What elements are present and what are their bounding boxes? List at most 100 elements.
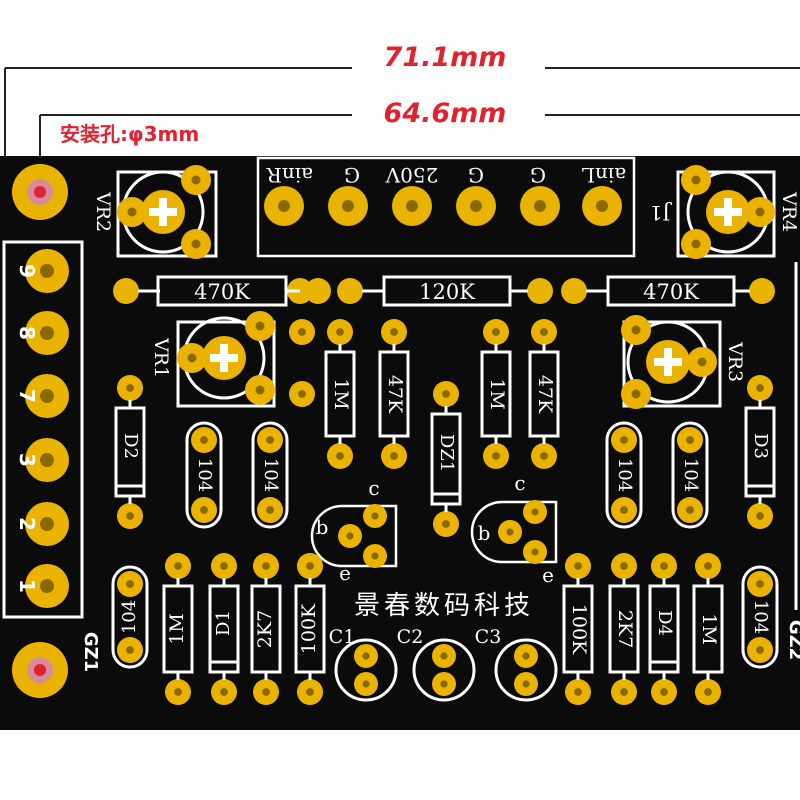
cap-104-f-value: 104 bbox=[750, 600, 771, 634]
res-2k7-bl-pad-top-hole bbox=[262, 562, 270, 570]
mount-hole-top-dot bbox=[34, 186, 46, 198]
cap-c3-pad-b-hole bbox=[522, 680, 530, 688]
r-top-pad-e bbox=[527, 278, 553, 304]
gz2-ref: GZ2 bbox=[785, 620, 800, 660]
cap-c1-ref: C1 bbox=[329, 626, 356, 648]
diode-d3-pad-top-hole bbox=[756, 384, 764, 392]
diode-d2-body bbox=[114, 406, 146, 498]
cap-104-e-outline bbox=[111, 565, 149, 669]
r-top-value-3: 470K bbox=[643, 280, 699, 304]
q-left-outline bbox=[310, 504, 398, 568]
vr2-pad-2-hole bbox=[191, 239, 201, 249]
cap-104-c-value: 104 bbox=[614, 458, 635, 492]
res-2k7-br-pad-bottom-hole bbox=[620, 688, 628, 696]
zener-dz1-body bbox=[430, 412, 462, 506]
res-1m-left-pad-bottom-hole bbox=[336, 452, 344, 460]
cap-c2-pad-b-hole bbox=[440, 680, 448, 688]
cap-c1-pad-a-hole bbox=[362, 652, 370, 660]
cap-104-c-outline bbox=[605, 421, 643, 529]
j1-hole-3 bbox=[406, 200, 418, 212]
diode-d3-value: D3 bbox=[750, 433, 771, 459]
vr3-ref: VR3 bbox=[724, 341, 746, 382]
res-100k-br-pad-top-hole bbox=[574, 562, 582, 570]
vr1-pad-2-hole bbox=[255, 385, 265, 395]
res-1m-bl-body bbox=[162, 584, 194, 674]
res-47k-left-pad-top-hole bbox=[390, 328, 398, 336]
gz1-hole-1 bbox=[40, 579, 54, 593]
res-47k-left-value: 47K bbox=[384, 375, 406, 414]
dim-outer-width: 71.1mm bbox=[384, 42, 507, 73]
cap-104-b-value: 104 bbox=[260, 458, 281, 492]
cap-104-e-pad-top-hole bbox=[126, 580, 134, 588]
cap-c2-outline bbox=[412, 638, 476, 702]
j1-label-g3: G bbox=[530, 163, 546, 187]
diode-d2-value: D2 bbox=[120, 433, 141, 459]
diode-d3-pad-bottom-hole bbox=[756, 512, 764, 520]
q-left-pin-2: e bbox=[339, 561, 351, 585]
res-2k7-bl-pad-bottom-hole bbox=[262, 688, 270, 696]
cap-104-d-pad-bottom-hole bbox=[686, 506, 694, 514]
cap-104-f-outline bbox=[741, 565, 779, 669]
res-1m-br-pad-top-hole bbox=[704, 562, 712, 570]
brand-label: 景春数码科技 bbox=[354, 591, 534, 621]
j1-label-ainR: ainR bbox=[266, 163, 313, 187]
q-right-pad-1-hole bbox=[531, 508, 539, 516]
j1-hole-2 bbox=[342, 200, 354, 212]
res-1m-right-value: 1M bbox=[486, 378, 508, 410]
cap-104-b-pad-top-hole bbox=[266, 436, 274, 444]
vr1-outline bbox=[176, 320, 276, 408]
diode-d1-pad-top-hole bbox=[220, 562, 228, 570]
cap-c3-ref: C3 bbox=[475, 626, 502, 648]
cap-c1-pad-b-hole bbox=[362, 680, 370, 688]
vr4-cross-v bbox=[724, 198, 732, 226]
zener-dz1-pad-top-hole bbox=[442, 390, 450, 398]
cap-c3-outline bbox=[494, 638, 558, 702]
gz1-pin-3: 3 bbox=[15, 453, 39, 467]
diode-d1-pad-bottom-hole bbox=[220, 688, 228, 696]
diode-d3-body bbox=[744, 406, 776, 498]
r-top-value-2: 120K bbox=[419, 280, 475, 304]
vr4-pad-2-hole bbox=[755, 207, 765, 217]
res-1m-left-pad-top-hole bbox=[336, 328, 344, 336]
vr4-pad-1-hole bbox=[691, 239, 701, 249]
mount-holes bbox=[12, 164, 68, 698]
cap-104-c-pad-top-hole bbox=[620, 436, 628, 444]
q-right-pin-0: b bbox=[478, 521, 491, 545]
vr2-pad-0-hole bbox=[127, 207, 137, 217]
diode-d2-pad-top-hole bbox=[126, 384, 134, 392]
res-47k-right-pad-top-hole bbox=[540, 328, 548, 336]
res-47k-right-value: 47K bbox=[534, 375, 556, 414]
q-right-outline bbox=[470, 500, 558, 564]
r-top-pad-a bbox=[113, 278, 139, 304]
gz1-hole-8 bbox=[40, 326, 54, 340]
vr4-pad-0-hole bbox=[691, 175, 701, 185]
res-47k-right-pad-bottom-hole bbox=[540, 452, 548, 460]
gz1-pin-7: 7 bbox=[15, 389, 39, 403]
vr1-pad-0-hole bbox=[187, 353, 197, 363]
gz1-pin-8: 8 bbox=[15, 326, 39, 340]
board-bottom-shadow bbox=[0, 730, 800, 800]
res-1m-left-body bbox=[324, 350, 356, 438]
mount-hole-bottom-dot bbox=[34, 664, 46, 676]
zener-dz1-value: DZ1 bbox=[436, 434, 457, 472]
cap-c2-pad-a-hole bbox=[440, 652, 448, 660]
j1-label-g2: G bbox=[468, 163, 484, 187]
res-1m-left-value: 1M bbox=[330, 378, 352, 410]
dimension-annotations: 71.1mm 64.6mm 安装孔:φ3mm bbox=[4, 42, 800, 185]
q-left-pad-1-hole bbox=[371, 512, 379, 520]
cap-104-f-pad-bottom-hole bbox=[756, 646, 764, 654]
cap-104-e-value: 104 bbox=[119, 600, 140, 634]
q-right-pad-0-hole bbox=[506, 528, 514, 536]
gz1-pin-1: 1 bbox=[15, 579, 39, 593]
cap-104-b-outline bbox=[251, 421, 289, 529]
vr2-pad-1-hole bbox=[191, 175, 201, 185]
res-2k7-br-pad-top-hole bbox=[620, 562, 628, 570]
res-2k7-br-body bbox=[608, 584, 640, 674]
vr1-cross-v bbox=[220, 344, 228, 372]
gz1-pin-9: 9 bbox=[15, 264, 39, 278]
res-100k-bl-pad-bottom-hole bbox=[306, 688, 314, 696]
cap-104-d-outline bbox=[671, 421, 709, 529]
